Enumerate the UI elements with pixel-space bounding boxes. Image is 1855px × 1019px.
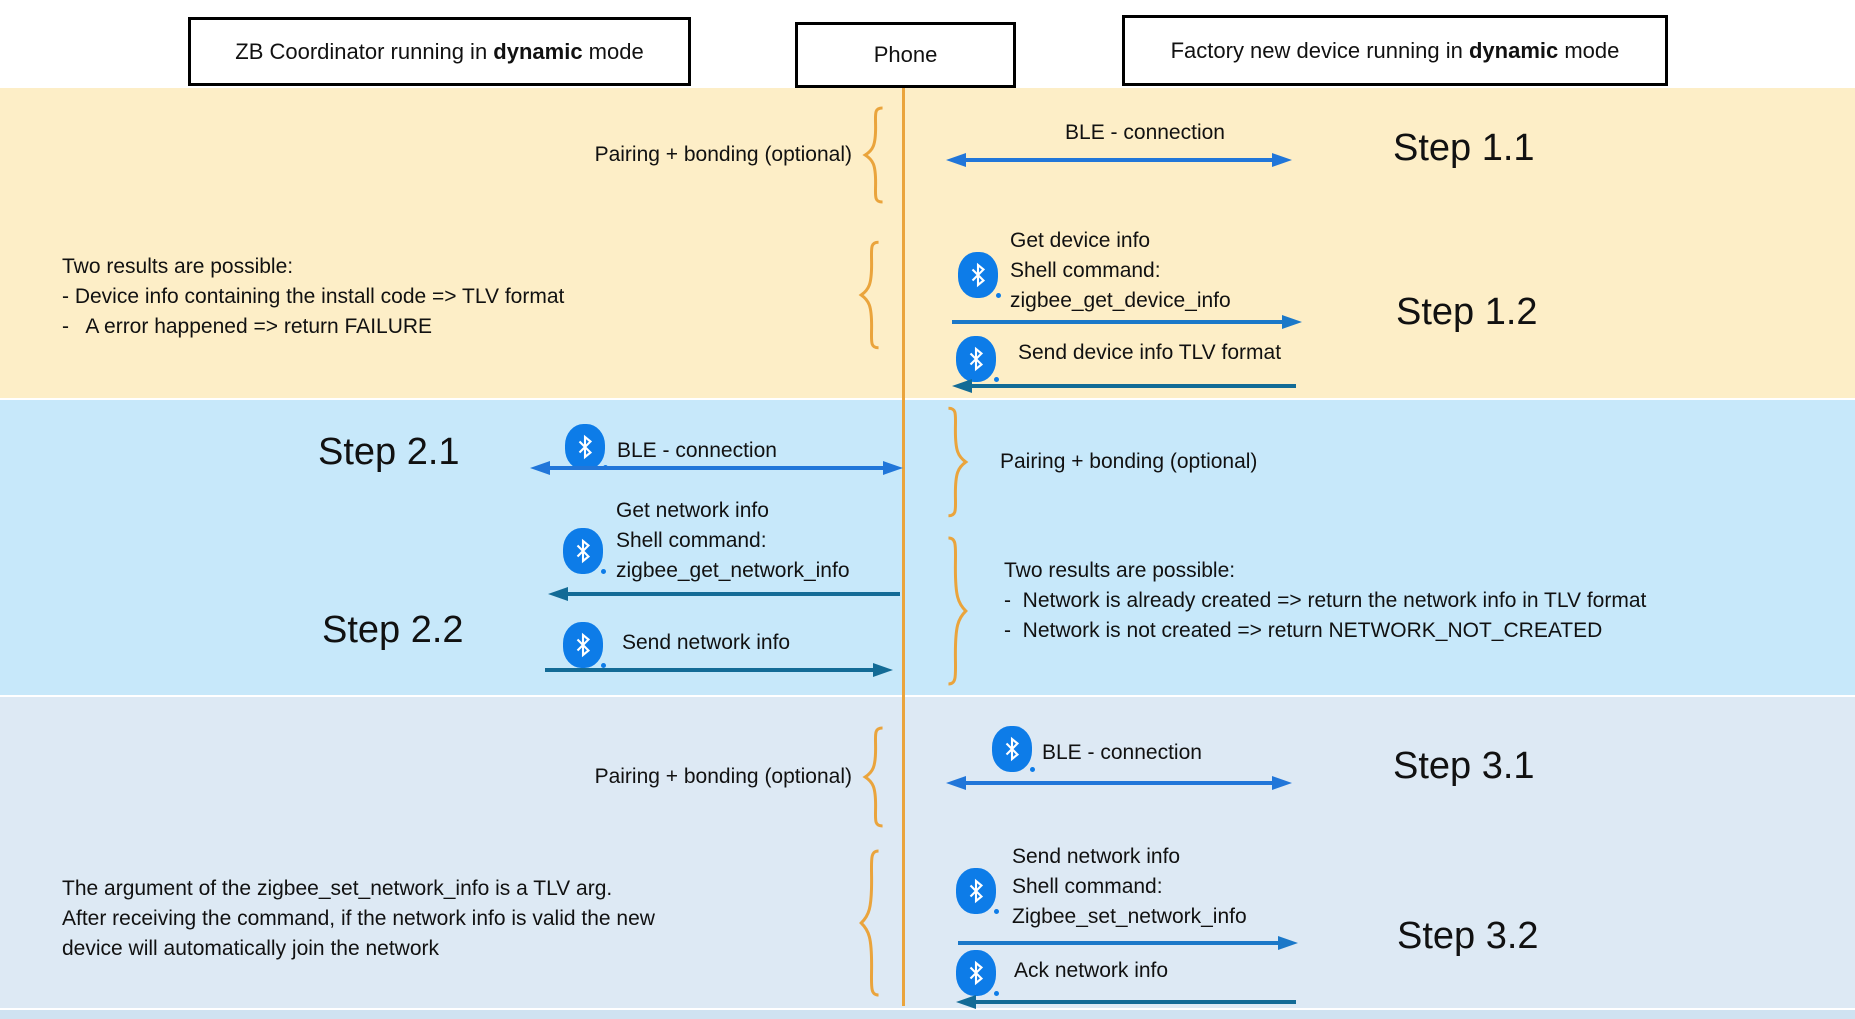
- step-3-1-label: Step 3.1: [1393, 745, 1535, 787]
- actor-device-text2: mode: [1558, 37, 1620, 63]
- ble-connection-arrow-3: [946, 775, 1292, 791]
- response-arrow-band1: [952, 378, 1296, 394]
- brace-left-note-3: [856, 848, 882, 998]
- step-2-1-label: Step 2.1: [318, 431, 460, 473]
- band-step2: [0, 398, 1855, 697]
- bluetooth-icon: [956, 336, 999, 382]
- request-band1-line1: Get device info: [1010, 229, 1151, 252]
- request-band2-line2: Shell command:: [616, 529, 767, 552]
- pairing-label-1: Pairing + bonding (optional): [594, 143, 852, 166]
- bluetooth-icon: [958, 252, 1001, 298]
- response-arrow-band3: [956, 994, 1296, 1010]
- ble-connection-label-2: BLE - connection: [617, 439, 777, 462]
- step-1-1-label: Step 1.1: [1393, 127, 1535, 169]
- actor-coordinator-em: dynamic: [493, 38, 583, 64]
- brace-left-pairing-1: [860, 106, 886, 204]
- actor-device-em: dynamic: [1468, 37, 1559, 63]
- response-arrow-band2: [545, 662, 893, 678]
- note-band1-line3: - A error happened => return FAILURE: [62, 315, 433, 338]
- note-band1-line1: Two results are possible:: [62, 255, 294, 278]
- actor-zb-coordinator: ZB Coordinator running in dynamic mode: [188, 17, 691, 86]
- brace-right-note-2: [945, 535, 971, 687]
- actor-coordinator-text2: mode: [582, 38, 644, 64]
- request-label-band1: Get device info Shell command: zigbee_ge…: [1010, 226, 1231, 316]
- request-band2-line1: Get network info: [616, 499, 769, 522]
- request-band2-line3: zigbee_get_network_info: [616, 559, 850, 582]
- note-band3-line1: The argument of the zigbee_set_network_i…: [62, 877, 613, 900]
- note-band1-line2: - Device info containing the install cod…: [62, 285, 565, 308]
- note-band2-line1: Two results are possible:: [1004, 559, 1236, 582]
- step-3-2-label: Step 3.2: [1397, 915, 1539, 957]
- ble-connection-label-1: BLE - connection: [1065, 121, 1225, 144]
- note-band2-line2: - Network is already created => return t…: [1004, 589, 1647, 612]
- pairing-label-3: Pairing + bonding (optional): [594, 765, 852, 788]
- brace-right-pairing-2: [945, 406, 971, 518]
- bottom-strip: [0, 1008, 1855, 1019]
- brace-left-pairing-3: [860, 726, 886, 828]
- response-label-band3: Ack network info: [1014, 959, 1169, 982]
- note-band1: Two results are possible: - Device info …: [62, 252, 564, 342]
- ble-connection-arrow-1: [946, 152, 1292, 168]
- actor-coordinator-text: ZB Coordinator running in: [235, 38, 494, 64]
- request-band1-line2: Shell command:: [1010, 259, 1161, 282]
- request-arrow-band1: [952, 314, 1302, 330]
- note-band3: The argument of the zigbee_set_network_i…: [62, 874, 655, 964]
- bluetooth-icon: [956, 868, 999, 914]
- band-step3: [0, 695, 1855, 1010]
- ble-connection-arrow-2: [530, 460, 903, 476]
- actor-phone: Phone: [795, 22, 1016, 88]
- bluetooth-icon: [563, 622, 606, 668]
- request-band3-line1: Send network info: [1012, 845, 1181, 868]
- request-arrow-band2: [548, 586, 900, 602]
- response-label-band1: Send device info TLV format: [1018, 341, 1282, 364]
- request-label-band3: Send network info Shell command: Zigbee_…: [1012, 842, 1247, 932]
- request-band3-line2: Shell command:: [1012, 875, 1163, 898]
- pairing-label-2: Pairing + bonding (optional): [1000, 450, 1258, 473]
- bluetooth-icon: [956, 950, 999, 996]
- request-band1-line3: zigbee_get_device_info: [1010, 289, 1231, 312]
- request-arrow-band3: [958, 935, 1298, 951]
- bluetooth-icon: [992, 726, 1035, 772]
- step-2-2-label: Step 2.2: [322, 609, 464, 651]
- phone-lifeline: [902, 88, 905, 1006]
- note-band2: Two results are possible: - Network is a…: [1004, 556, 1646, 646]
- actor-phone-text: Phone: [873, 42, 938, 67]
- bluetooth-icon: [565, 424, 608, 470]
- note-band3-line3: device will automatically join the netwo…: [62, 937, 440, 960]
- step-1-2-label: Step 1.2: [1396, 291, 1538, 333]
- brace-left-note-1: [856, 240, 882, 350]
- bluetooth-icon: [563, 528, 606, 574]
- band-step1: [0, 88, 1855, 398]
- ble-connection-label-3: BLE - connection: [1042, 741, 1202, 764]
- note-band3-line2: After receiving the command, if the netw…: [62, 907, 655, 930]
- request-label-band2: Get network info Shell command: zigbee_g…: [616, 496, 850, 586]
- actor-factory-device: Factory new device running in dynamic mo…: [1122, 15, 1668, 86]
- response-label-band2: Send network info: [622, 631, 791, 654]
- note-band2-line3: - Network is not created => return NETWO…: [1004, 619, 1603, 642]
- request-band3-line3: Zigbee_set_network_info: [1012, 905, 1247, 928]
- actor-device-text: Factory new device running in: [1170, 37, 1469, 63]
